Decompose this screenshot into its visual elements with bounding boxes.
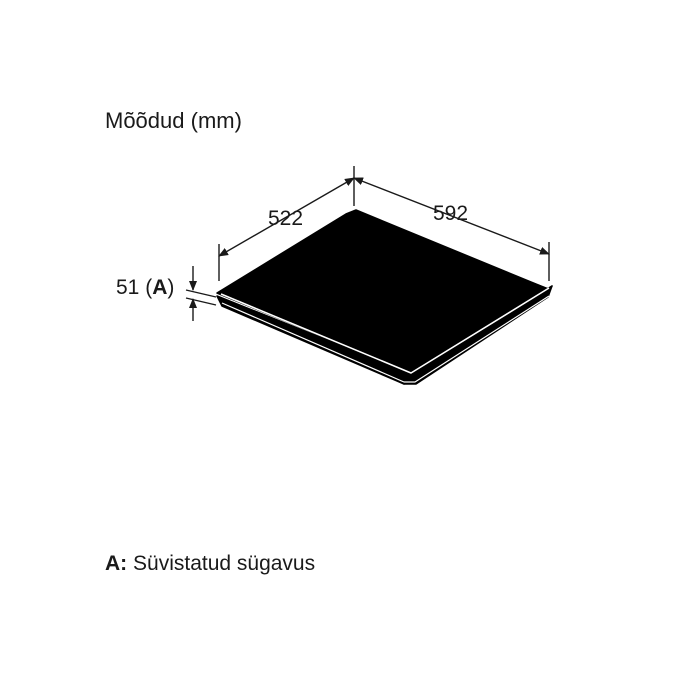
width-dimension: 592 [353,177,550,281]
hob-edge-highlight [220,287,550,374]
hob-bottom-edge [221,295,550,383]
depth-dimension-line [218,177,355,257]
height-extension-bottom [185,297,217,306]
hob-glass-top [220,212,548,372]
legend-text: Süvistatud sügavus [127,552,316,575]
width-dimension-line [353,177,550,255]
height-value-suffix: ) [167,276,174,299]
height-extension-top [185,289,217,298]
height-value: 51 (A) [116,276,174,299]
depth-value: 522 [268,207,303,230]
width-value: 592 [433,202,468,225]
page-title: Mõõdud (mm) [105,108,242,133]
legend-key: A: [105,552,128,575]
height-dimension: 51 (A) [116,266,217,321]
height-value-prefix: 51 ( [116,276,152,299]
height-marker: A [152,276,167,299]
legend: A: Süvistatud sügavus [105,550,315,578]
